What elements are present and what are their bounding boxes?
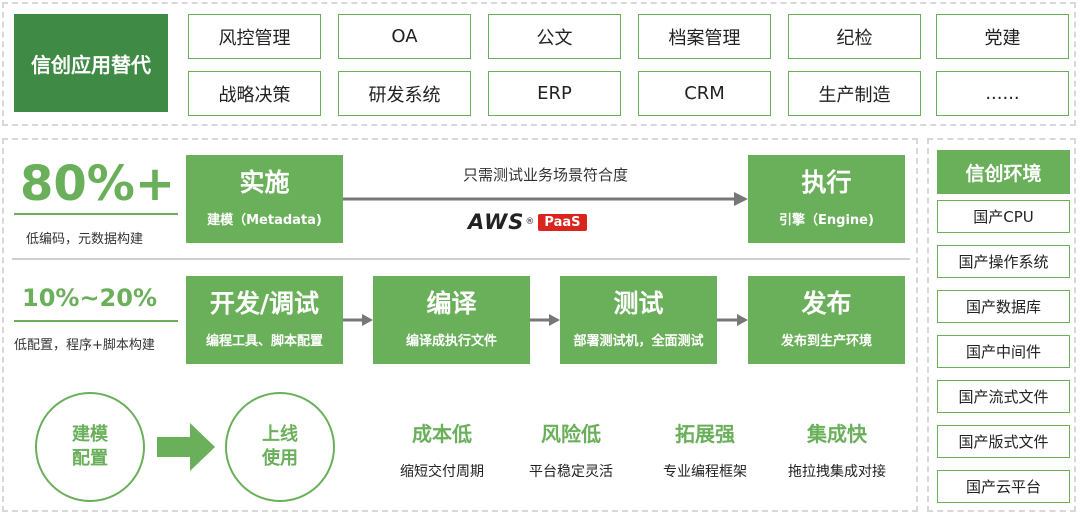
app-box: 战略决策 xyxy=(188,71,321,116)
feature-title: 拓展强 xyxy=(675,422,735,446)
stage-title: 开发/调试 xyxy=(209,289,320,318)
app-box: 生产制造 xyxy=(788,71,921,116)
feature-low-cost: 成本低 缩短交付周期 xyxy=(377,418,507,481)
circle-line: 使用 xyxy=(262,448,298,469)
flow1-sub: 低编码，元数据构建 xyxy=(26,232,144,247)
stage-sub: 建模（Metadata) xyxy=(207,213,322,228)
app-box: 党建 xyxy=(936,14,1069,59)
app-box: 公文 xyxy=(488,14,621,59)
app-box: OA xyxy=(338,14,471,59)
feature-title: 集成快 xyxy=(807,422,867,446)
flow2-sub: 低配置，程序+脚本构建 xyxy=(14,338,155,353)
flow2-percent: 10%~20% xyxy=(22,284,157,312)
section-divider xyxy=(12,258,910,260)
paas-badge: PaaS xyxy=(538,213,587,231)
app-box: 风控管理 xyxy=(188,14,321,59)
main-panel xyxy=(2,138,918,512)
feature-low-risk: 风险低 平台稳定灵活 xyxy=(506,418,636,481)
aws-logo-text: AWS xyxy=(468,210,525,234)
circle-line: 建模 xyxy=(72,424,108,445)
env-item: 国产数据库 xyxy=(937,290,1070,323)
flow1-percent: 80%+ xyxy=(20,156,176,212)
stage-title: 编译 xyxy=(426,289,477,318)
stage-title: 实施 xyxy=(239,168,290,197)
stage-execute: 执行 引擎（Engine) xyxy=(748,155,905,243)
stage-implement: 实施 建模（Metadata) xyxy=(186,155,343,243)
circle-line: 配置 xyxy=(72,448,108,469)
feature-desc: 缩短交付周期 xyxy=(400,464,484,480)
aws-paas-logo: AWS ® PaaS xyxy=(468,210,587,234)
app-box: 研发系统 xyxy=(338,71,471,116)
flow1-arrow-label: 只需测试业务场景符合度 xyxy=(462,166,628,184)
env-item: 国产CPU xyxy=(937,200,1070,233)
stage-title: 发布 xyxy=(801,289,852,318)
stage-sub: 部署测试机，全面测试 xyxy=(573,334,704,349)
app-box: CRM xyxy=(638,71,771,116)
flow2-underline xyxy=(14,320,178,322)
registered-mark: ® xyxy=(525,217,535,227)
stage-release: 发布 发布到生产环境 xyxy=(748,276,905,364)
stage-compile: 编译 编译成执行文件 xyxy=(373,276,530,364)
stage-test: 测试 部署测试机，全面测试 xyxy=(560,276,717,364)
feature-desc: 拖拉拽集成对接 xyxy=(788,464,886,480)
feature-desc: 平台稳定灵活 xyxy=(529,464,613,480)
feature-title: 风险低 xyxy=(541,422,601,446)
feature-extensible: 拓展强 专业编程框架 xyxy=(640,418,770,481)
app-box: 纪检 xyxy=(788,14,921,59)
top-title: 信创应用替代 xyxy=(14,14,168,112)
env-panel xyxy=(927,138,1076,512)
app-box: 档案管理 xyxy=(638,14,771,59)
stage-sub: 引擎（Engine) xyxy=(779,213,874,228)
flow1-underline xyxy=(14,213,178,215)
env-title: 信创环境 xyxy=(937,150,1070,194)
feature-fast-integration: 集成快 拖拉拽集成对接 xyxy=(772,418,902,481)
top-panel xyxy=(2,2,1076,126)
app-box: ...... xyxy=(936,71,1069,116)
feature-title: 成本低 xyxy=(412,422,472,446)
circle-model-config: 建模 配置 xyxy=(35,392,145,502)
app-box: ERP xyxy=(488,71,621,116)
stage-sub: 编程工具、脚本配置 xyxy=(205,334,323,349)
stage-sub: 编译成执行文件 xyxy=(405,334,497,349)
env-item: 国产流式文件 xyxy=(937,380,1070,413)
stage-sub: 发布到生产环境 xyxy=(780,334,872,349)
circle-online-use: 上线 使用 xyxy=(225,392,335,502)
stage-develop: 开发/调试 编程工具、脚本配置 xyxy=(186,276,343,364)
stage-title: 执行 xyxy=(801,168,852,197)
env-item: 国产云平台 xyxy=(937,470,1070,503)
env-item: 国产中间件 xyxy=(937,335,1070,368)
circle-line: 上线 xyxy=(262,424,298,445)
env-item: 国产版式文件 xyxy=(937,425,1070,458)
feature-desc: 专业编程框架 xyxy=(663,464,747,480)
stage-title: 测试 xyxy=(613,289,664,318)
env-item: 国产操作系统 xyxy=(937,245,1070,278)
